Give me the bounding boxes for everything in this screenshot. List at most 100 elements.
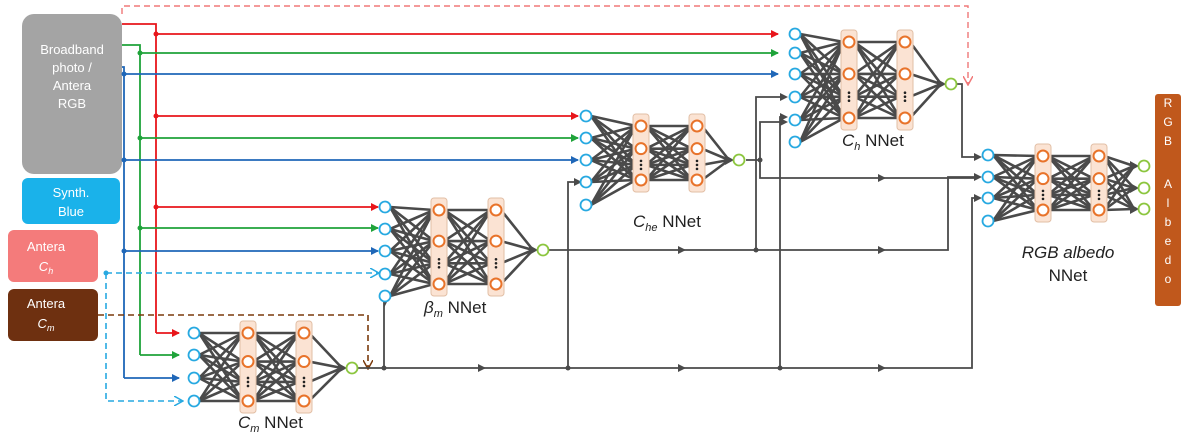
- edge: [388, 208, 436, 276]
- edge: [197, 380, 245, 403]
- cm-nnet: [187, 320, 359, 414]
- connection-edges: [991, 153, 1136, 223]
- ellipsis-dot: [302, 384, 306, 388]
- hidden-node: [1036, 172, 1050, 186]
- beta-m-nnet: [378, 197, 550, 303]
- input-node: [187, 394, 201, 408]
- ellipsis-dot: [639, 159, 643, 163]
- ellipsis-dot: [847, 99, 851, 103]
- input-node: [788, 90, 802, 104]
- beta-m-nnet-label: βm NNet: [423, 298, 487, 320]
- input-node: [378, 289, 392, 303]
- edge: [798, 40, 846, 76]
- edge: [991, 208, 1040, 223]
- edge: [388, 261, 436, 298]
- output-letter-5: A: [1164, 177, 1172, 191]
- hidden-node: [297, 326, 311, 340]
- edge: [700, 124, 731, 162]
- edge: [251, 331, 301, 403]
- hidden-node: [432, 277, 446, 291]
- edge: [798, 40, 846, 55]
- input-node: [788, 67, 802, 81]
- input-node: [579, 153, 593, 167]
- ellipsis-dot: [437, 265, 441, 269]
- edge-arrowhead: [1130, 204, 1139, 214]
- output-node: [1137, 181, 1151, 195]
- edge: [1102, 154, 1136, 168]
- hidden-node: [1036, 149, 1050, 163]
- edge-arrowhead: [937, 79, 946, 89]
- edge: [197, 331, 245, 384]
- edge: [307, 360, 344, 370]
- antera-cm-dashed-feed: [98, 314, 368, 368]
- edge: [442, 239, 493, 265]
- edge: [251, 331, 301, 363]
- edge: [1046, 154, 1096, 212]
- ellipsis-dot: [695, 159, 699, 163]
- hidden-node: [489, 234, 503, 248]
- edge: [442, 208, 493, 286]
- input-node: [788, 46, 802, 60]
- hidden-node: [634, 119, 648, 133]
- ellipsis-dot: [437, 261, 441, 265]
- hidden-node: [634, 173, 648, 187]
- gray-arrowheads: [384, 93, 982, 372]
- connection-edges: [589, 114, 731, 207]
- ellipsis-dot: [494, 257, 498, 261]
- edge: [589, 114, 638, 182]
- input-node: [579, 131, 593, 145]
- ellipsis-dot: [302, 380, 306, 384]
- edge: [589, 178, 638, 207]
- connection-edges: [197, 331, 344, 403]
- edge: [1102, 193, 1136, 211]
- edge: [499, 248, 535, 286]
- synth-blue-line-2: Blue: [58, 204, 84, 219]
- edge: [589, 163, 638, 184]
- edge: [852, 40, 902, 99]
- synth-blue-input-box: Synth. Blue: [22, 178, 120, 224]
- edge-arrowhead: [338, 363, 347, 373]
- output-letter-3: B: [1164, 134, 1172, 148]
- output-node: [1137, 202, 1151, 216]
- edge: [1102, 164, 1136, 180]
- ellipsis-dot: [1097, 189, 1101, 193]
- edge: [388, 205, 436, 265]
- edge-arrowhead: [1130, 161, 1139, 171]
- output-node: [732, 153, 746, 167]
- input-node: [981, 191, 995, 205]
- edge: [197, 376, 245, 403]
- edge: [1102, 177, 1136, 190]
- ellipsis-dot: [246, 384, 250, 388]
- hidden-node: [842, 111, 856, 125]
- edge: [991, 154, 1040, 223]
- output-letter-2: G: [1163, 115, 1172, 129]
- edge: [589, 178, 638, 184]
- broadband-line-4: RGB: [58, 96, 86, 111]
- hidden-node: [634, 142, 648, 156]
- edge: [388, 227, 436, 265]
- che-nnet-label: Che NNet: [633, 212, 701, 234]
- edge: [251, 331, 301, 384]
- edge: [197, 331, 245, 380]
- edge: [1102, 186, 1136, 212]
- edge: [388, 261, 436, 276]
- edge: [908, 40, 943, 86]
- edge: [644, 163, 694, 182]
- feed-junction-dots: [121, 31, 159, 254]
- edge-arrowhead: [529, 245, 538, 255]
- output-node: [536, 243, 550, 257]
- edge: [197, 376, 245, 384]
- edge: [589, 114, 638, 167]
- edge: [442, 261, 493, 286]
- antera-ch-junction: [103, 270, 109, 276]
- input-node: [981, 170, 995, 184]
- edge: [499, 248, 535, 265]
- input-node: [788, 27, 802, 41]
- edge: [908, 82, 943, 99]
- ellipsis-dot: [639, 167, 643, 171]
- ellipsis-dot: [1041, 189, 1045, 193]
- edge: [798, 116, 846, 144]
- ellipsis-dot: [494, 265, 498, 269]
- input-node: [579, 175, 593, 189]
